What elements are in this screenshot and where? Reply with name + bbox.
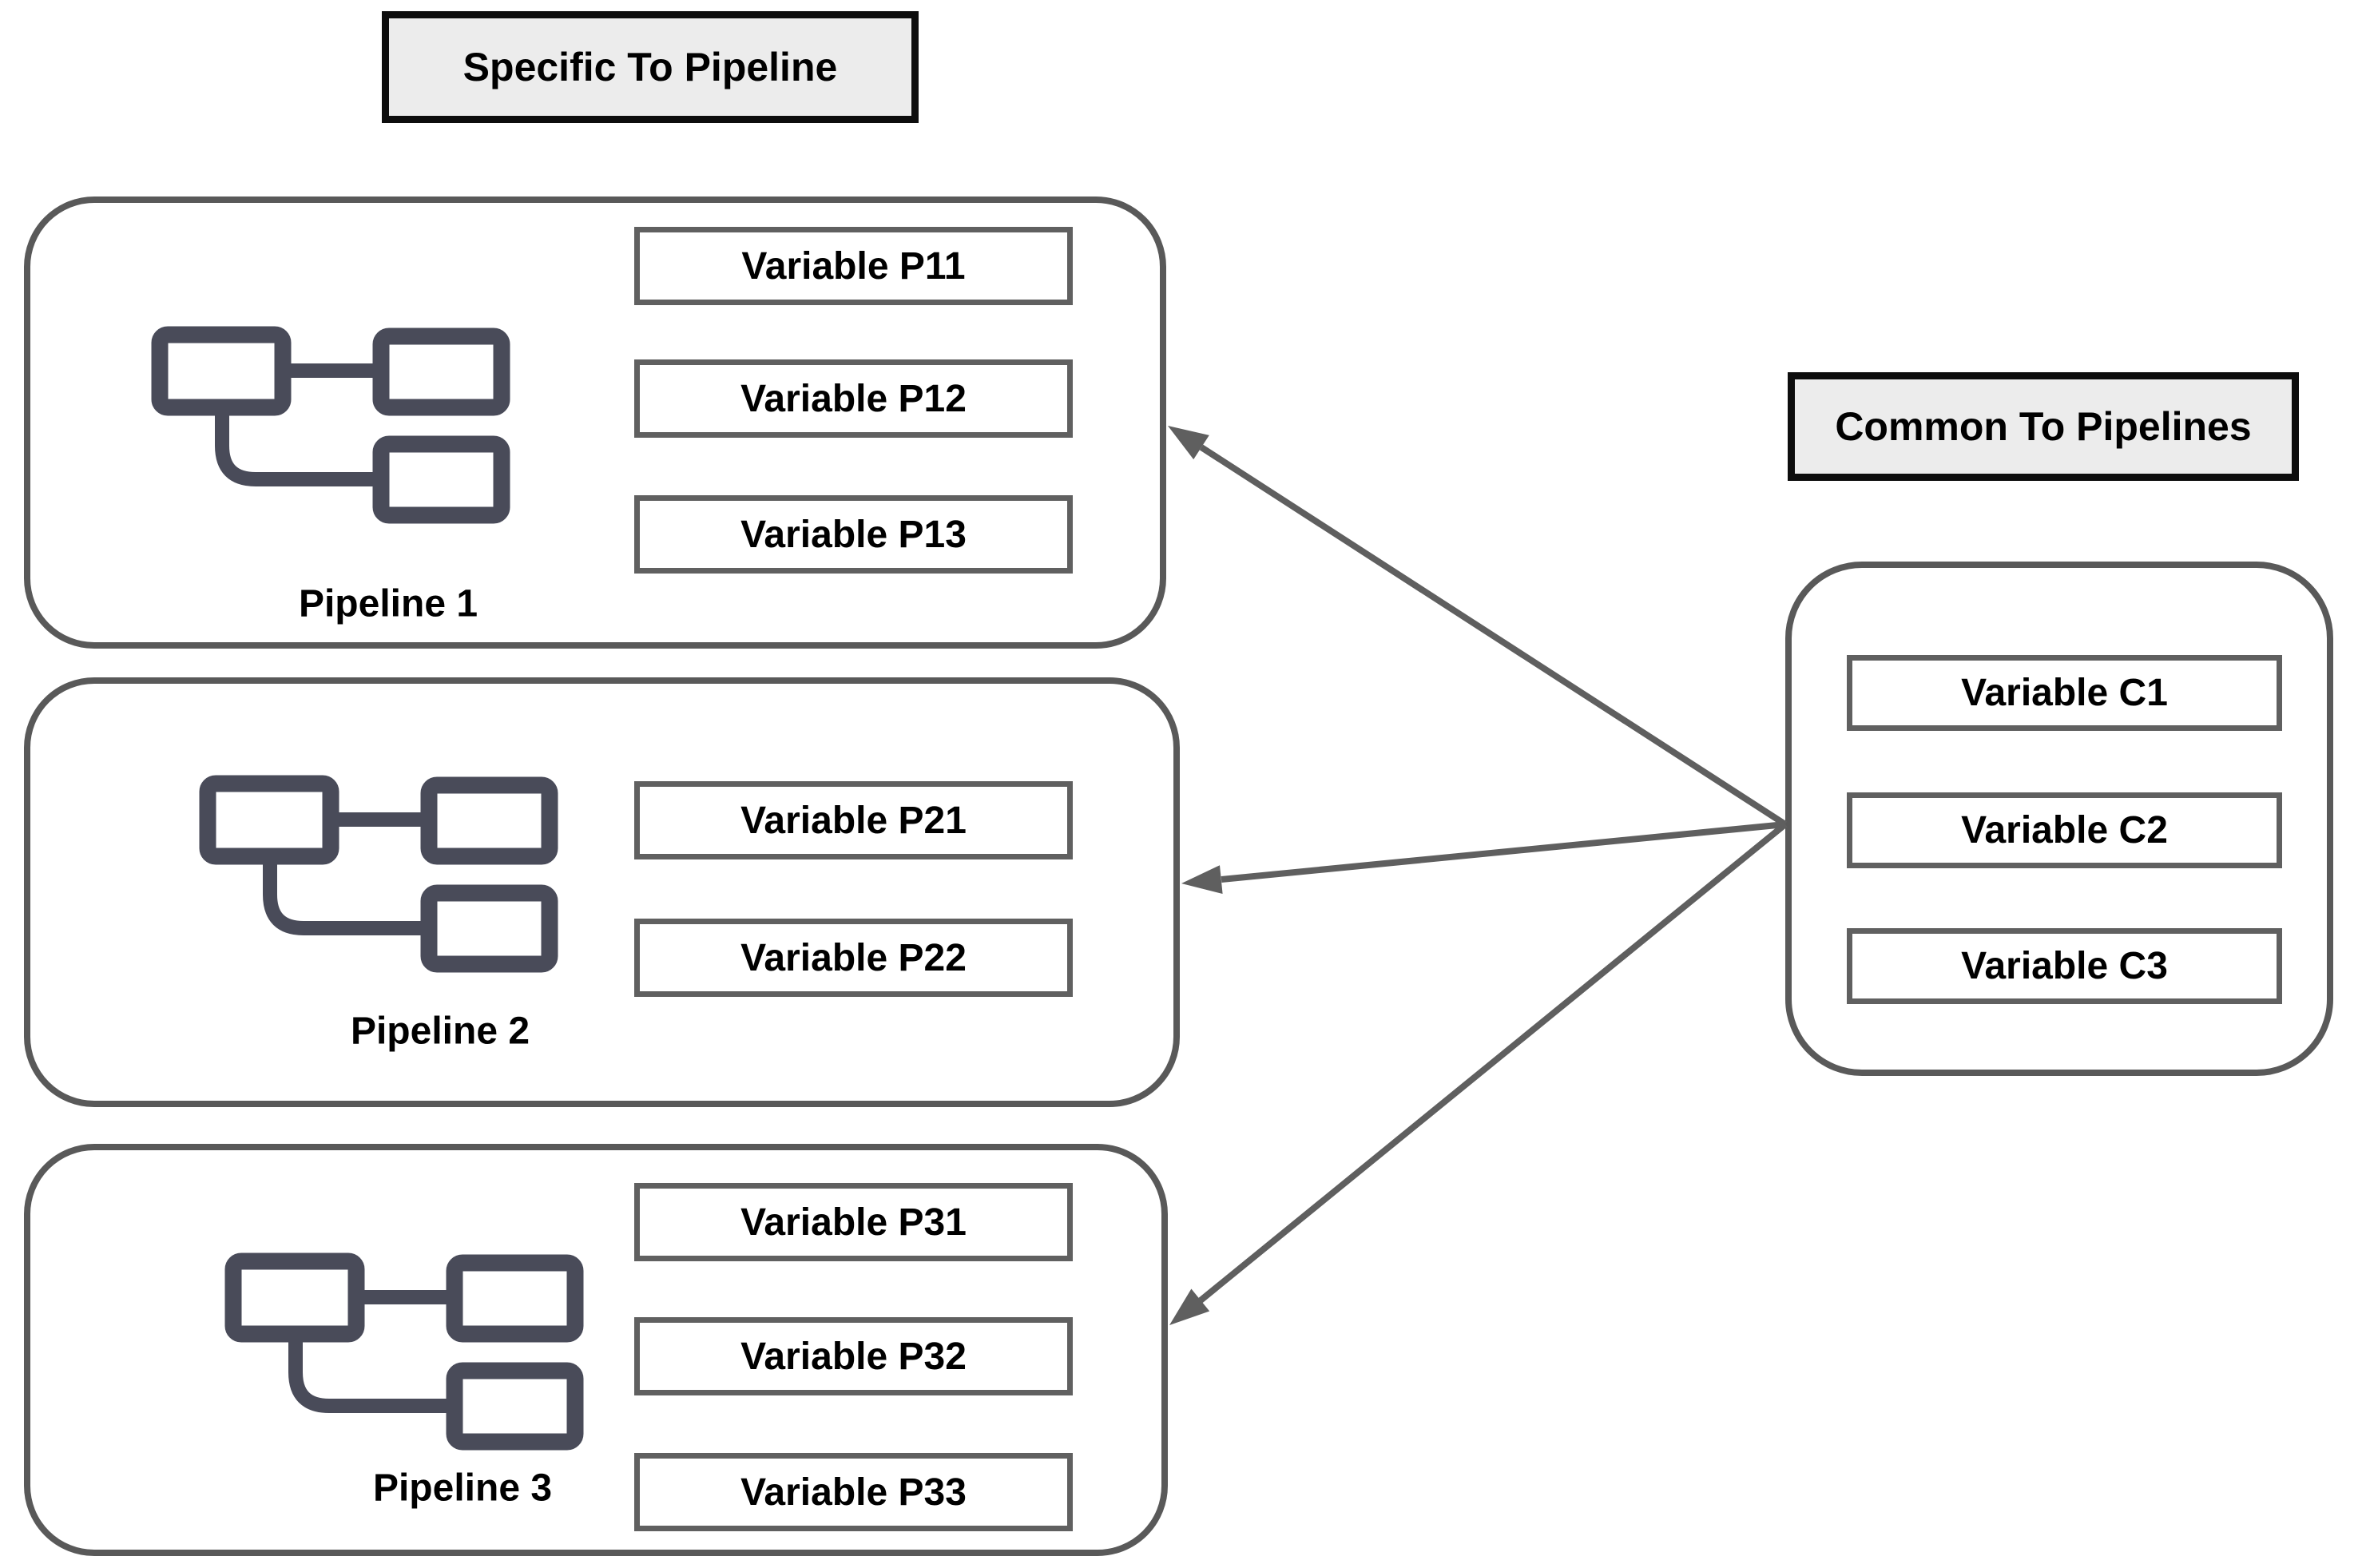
common-title-label: Common To Pipelines bbox=[1835, 404, 2252, 449]
variable-p22-label: Variable P22 bbox=[740, 936, 967, 979]
variable-c3-label: Variable C3 bbox=[1961, 945, 2168, 987]
variable-box-p21: Variable P21 bbox=[634, 781, 1073, 859]
common-title-box: Common To Pipelines bbox=[1788, 372, 2299, 481]
variable-box-p12: Variable P12 bbox=[634, 359, 1073, 438]
pipeline-2-label: Pipeline 2 bbox=[350, 1010, 530, 1053]
specific-title-label: Specific To Pipeline bbox=[462, 45, 838, 89]
specific-title-box: Specific To Pipeline bbox=[382, 11, 919, 123]
variable-box-p33: Variable P33 bbox=[634, 1453, 1073, 1531]
pipeline-3-label: Pipeline 3 bbox=[372, 1467, 553, 1510]
variable-p13-label: Variable P13 bbox=[740, 513, 967, 556]
variable-p32-label: Variable P32 bbox=[740, 1335, 967, 1378]
variable-c1-label: Variable C1 bbox=[1961, 672, 2168, 714]
variable-box-p31: Variable P31 bbox=[634, 1183, 1073, 1261]
variable-box-c1: Variable C1 bbox=[1847, 655, 2282, 731]
variable-p12-label: Variable P12 bbox=[740, 377, 967, 420]
variable-box-c3: Variable C3 bbox=[1847, 928, 2282, 1004]
variable-p11-label: Variable P11 bbox=[741, 244, 966, 288]
variable-p33-label: Variable P33 bbox=[740, 1471, 967, 1514]
variable-c2-label: Variable C2 bbox=[1961, 809, 2168, 851]
variable-box-p11: Variable P11 bbox=[634, 227, 1073, 305]
variable-box-p22: Variable P22 bbox=[634, 919, 1073, 997]
variable-box-c2: Variable C2 bbox=[1847, 792, 2282, 868]
variable-p31-label: Variable P31 bbox=[740, 1201, 967, 1244]
variable-box-p32: Variable P32 bbox=[634, 1317, 1073, 1395]
variable-box-p13: Variable P13 bbox=[634, 495, 1073, 574]
variable-p21-label: Variable P21 bbox=[740, 799, 967, 842]
pipeline-1-label: Pipeline 1 bbox=[298, 582, 478, 625]
